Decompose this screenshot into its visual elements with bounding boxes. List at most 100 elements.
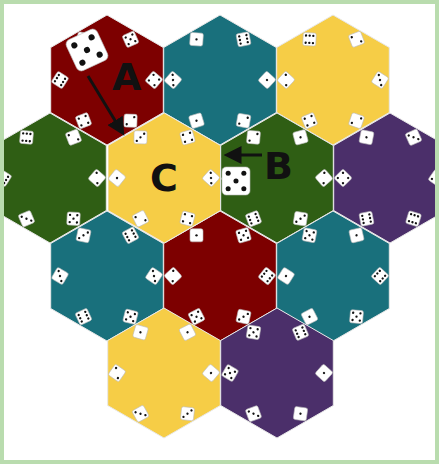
die-pip — [249, 218, 252, 221]
die-face — [164, 267, 182, 285]
die-pip — [248, 334, 251, 337]
die — [359, 211, 374, 226]
die-pip — [241, 171, 246, 176]
die-pip — [252, 412, 255, 415]
die — [164, 267, 182, 285]
die-pip — [434, 171, 437, 174]
die — [301, 112, 318, 129]
die-pip — [412, 136, 415, 139]
die-face — [202, 169, 220, 187]
die-pip — [86, 231, 89, 234]
die-face — [88, 169, 106, 187]
die-face — [221, 364, 239, 382]
die — [145, 267, 163, 285]
die-pip — [127, 239, 130, 242]
die — [124, 114, 137, 127]
die-pip — [247, 236, 250, 239]
die-pip — [152, 73, 155, 76]
die-pip — [0, 174, 2, 177]
die-pip — [301, 326, 304, 329]
die-pip — [336, 176, 339, 179]
die-pip — [193, 320, 196, 323]
die-pip — [227, 366, 230, 369]
die-pip — [306, 124, 309, 127]
die-pip — [247, 410, 250, 413]
die-face — [108, 364, 126, 382]
die-pip — [182, 220, 185, 223]
die-pip — [114, 366, 117, 369]
die-face — [75, 308, 92, 325]
die-pip — [249, 327, 252, 330]
die-pip — [190, 314, 193, 317]
die — [301, 308, 318, 325]
die-pip — [22, 132, 25, 135]
die-pip — [129, 38, 132, 41]
die — [293, 406, 308, 421]
die-pip — [381, 277, 384, 280]
hex-tile — [108, 308, 221, 438]
die-pip — [228, 371, 231, 374]
die-pip — [245, 34, 248, 37]
die-pip — [139, 412, 142, 415]
die-face — [277, 71, 295, 89]
die — [190, 32, 204, 46]
die-pip — [126, 235, 129, 238]
die-pip — [248, 139, 251, 142]
hex-tile-node: C — [108, 113, 221, 243]
die — [75, 112, 92, 129]
die-pip — [83, 46, 91, 54]
die-pip — [407, 220, 410, 223]
die — [258, 267, 276, 285]
die-face — [67, 212, 81, 226]
die-pip — [58, 274, 61, 277]
move-arrow — [228, 154, 262, 157]
die-pip — [78, 41, 81, 44]
die-pip — [80, 124, 83, 127]
die-face — [359, 211, 374, 226]
die-pip — [134, 411, 137, 414]
die-pip — [311, 238, 314, 241]
die-face — [65, 129, 82, 146]
die-pip — [351, 319, 354, 322]
die-face — [51, 71, 69, 89]
die — [236, 113, 251, 128]
die-pip — [299, 412, 302, 415]
die — [222, 167, 250, 195]
die-pip — [268, 277, 271, 280]
die-pip — [265, 78, 268, 81]
die-pip — [87, 121, 90, 124]
die-pip — [195, 38, 197, 40]
die-pip — [407, 134, 410, 137]
die-face — [190, 32, 204, 46]
die-pip — [360, 40, 363, 43]
die-face — [258, 71, 276, 89]
die-pip — [77, 117, 80, 120]
die-pip — [305, 230, 308, 233]
die-pip — [189, 222, 192, 225]
die-pip — [25, 217, 28, 220]
die-face — [405, 129, 422, 146]
die-pip — [139, 331, 142, 334]
die — [164, 71, 182, 89]
die-pip — [226, 186, 231, 191]
die — [428, 169, 439, 187]
die — [132, 324, 148, 340]
die — [236, 309, 251, 324]
die-pip — [260, 275, 263, 278]
die-pip — [70, 41, 78, 49]
die-pip — [238, 231, 241, 234]
die-face — [245, 210, 262, 227]
die-pip — [184, 140, 187, 143]
die — [51, 71, 69, 89]
die-pip — [6, 175, 9, 178]
die-pip — [341, 171, 344, 174]
die-face — [188, 113, 204, 129]
die-face — [359, 130, 374, 145]
die-face — [134, 131, 147, 144]
die-pip — [210, 181, 213, 184]
die-pip — [78, 237, 81, 240]
die — [246, 325, 261, 340]
die-pip — [191, 138, 194, 141]
die-face — [315, 364, 333, 382]
